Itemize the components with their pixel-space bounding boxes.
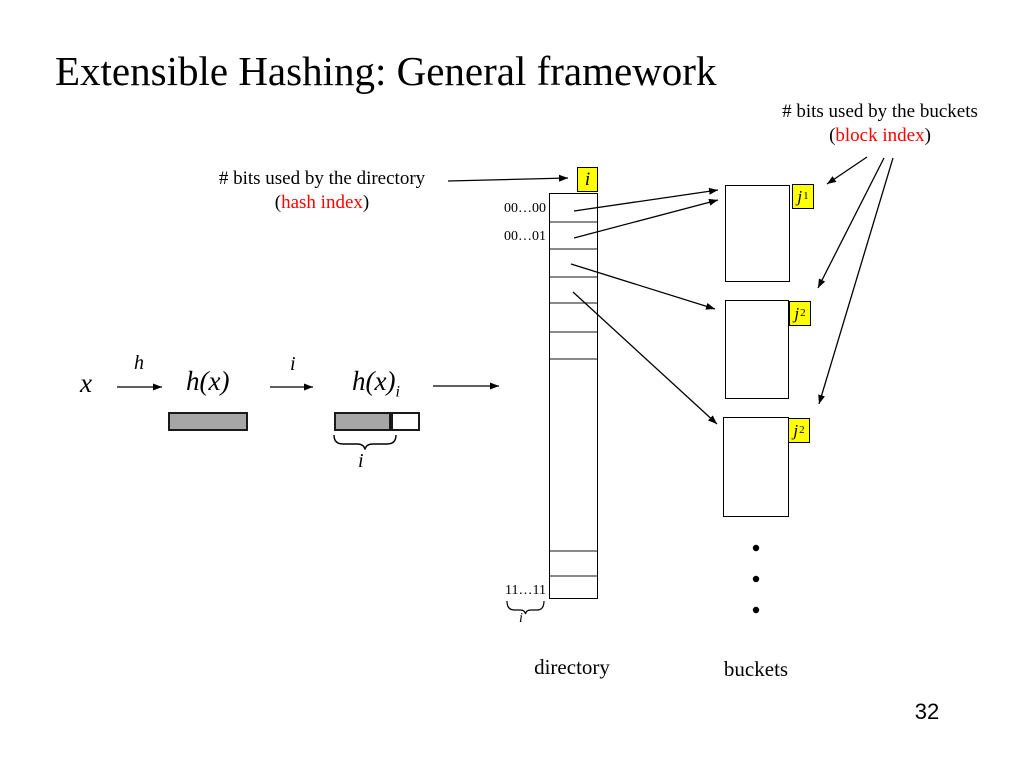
arrow-note-to-j1: [826, 156, 868, 185]
buckets-caption: buckets: [723, 657, 789, 681]
directory-box: [549, 193, 598, 599]
directory-index-box: i: [577, 167, 598, 192]
bucket-2: [725, 300, 789, 399]
hash-value-gray-box: [168, 412, 248, 431]
formula-h-arrow-label: h: [134, 352, 144, 374]
arrow-note-to-index-box: [447, 174, 569, 182]
bucket-1: [725, 185, 790, 282]
formula-x: x: [80, 368, 92, 398]
slide-title: Extensible Hashing: General framework: [55, 48, 717, 94]
block-index-highlight: block index: [835, 125, 925, 146]
hxi-brace-label: i: [358, 450, 364, 472]
arrow-note-to-j2: [817, 157, 885, 289]
buckets-bits-note-line2: (block index): [829, 125, 931, 146]
directory-entry-first: 00…00: [504, 201, 546, 216]
directory-brace-label: i: [519, 611, 523, 626]
hxi-suffix-white-box: [391, 412, 420, 431]
formula-hxi-subscript: i: [395, 383, 400, 401]
directory-entry-last: 11…11: [505, 583, 546, 598]
directory-underbrace: [506, 600, 545, 615]
formula-i-arrow-label: i: [290, 353, 296, 375]
directory-caption: directory: [534, 655, 610, 679]
buckets-bits-note-line1: # bits used by the buckets: [782, 101, 978, 122]
hash-index-highlight: hash index: [281, 192, 363, 213]
formula-hxi: h(x)i: [352, 366, 400, 401]
buckets-bits-note: # bits used by the buckets (block index): [750, 100, 1010, 148]
directory-bits-note-line1: # bits used by the directory: [218, 168, 426, 189]
directory-bits-note-line2: (hash index): [274, 192, 370, 213]
hxi-underbrace: [333, 434, 397, 450]
page-number: 32: [914, 699, 940, 724]
bucket-3: [723, 417, 789, 517]
directory-bits-note: # bits used by the directory (hash index…: [198, 167, 446, 215]
directory-entry-second: 00…01: [504, 229, 546, 244]
arrow-note-to-j3: [818, 157, 894, 405]
formula-hx: h(x): [186, 366, 230, 396]
vertical-ellipsis-dots: [752, 544, 760, 614]
hxi-prefix-gray-box: [334, 412, 391, 431]
